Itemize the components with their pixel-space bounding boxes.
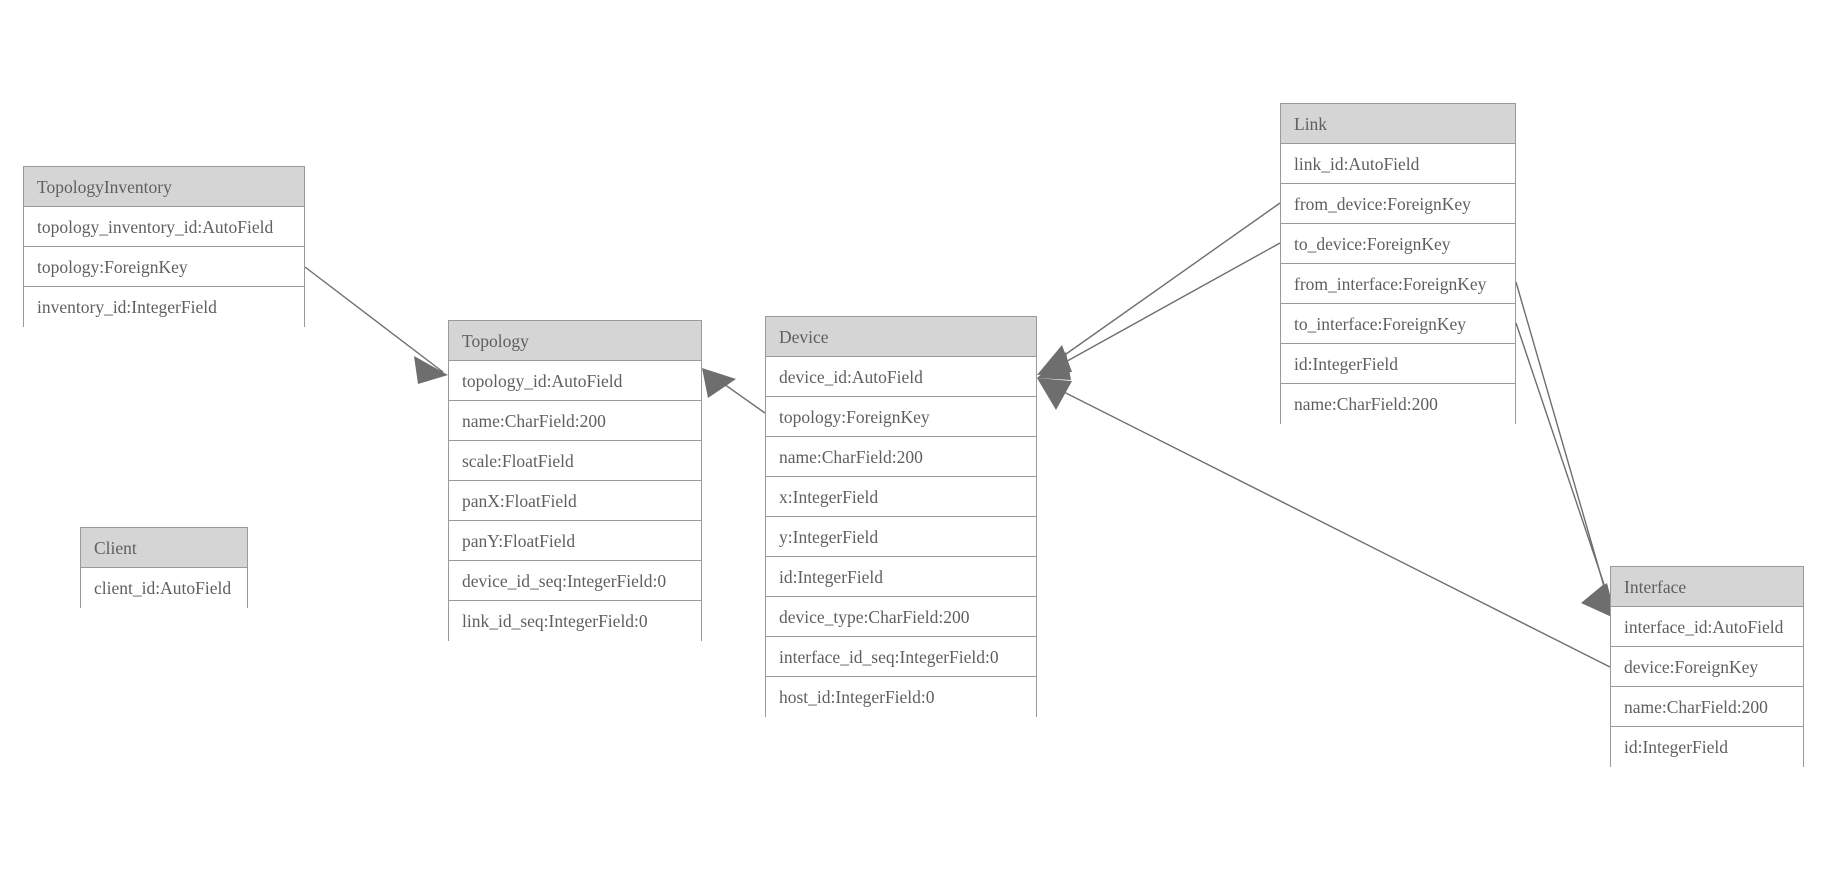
entity-field-row: name:CharField:200 bbox=[449, 401, 701, 441]
relationship-link-to-device: Link.to_device -> Device bbox=[1037, 242, 1281, 380]
entity-field-row: to_device:ForeignKey bbox=[1281, 224, 1515, 264]
entity-field-row: id:IntegerField bbox=[766, 557, 1036, 597]
entity-field-row: device_id_seq:IntegerField:0 bbox=[449, 561, 701, 601]
entity-field-row: x:IntegerField bbox=[766, 477, 1036, 517]
entity-field-row: panX:FloatField bbox=[449, 481, 701, 521]
entity-title-topology: Topology bbox=[449, 321, 701, 361]
relationship-line bbox=[706, 371, 766, 414]
entity-field-row: device_id:AutoField bbox=[766, 357, 1036, 397]
entity-field-row: topology:ForeignKey bbox=[766, 397, 1036, 437]
relationship-line bbox=[1041, 242, 1281, 376]
arrowhead-interface-device bbox=[1037, 378, 1072, 410]
entity-title-device: Device bbox=[766, 317, 1036, 357]
arrowhead-device-topology bbox=[702, 368, 736, 398]
entity-field-row: scale:FloatField bbox=[449, 441, 701, 481]
relationship-topologyinventory-to-topology: TopologyInventory.topology -> Topology bbox=[304, 266, 448, 384]
entity-field-row: link_id:AutoField bbox=[1281, 144, 1515, 184]
entity-field-row: link_id_seq:IntegerField:0 bbox=[449, 601, 701, 641]
relationship-device-to-topology: Device.topology -> Topology bbox=[702, 368, 766, 414]
entity-field-row: id:IntegerField bbox=[1611, 727, 1803, 767]
entity-field-row: topology:ForeignKey bbox=[24, 247, 304, 287]
entity-field-row: host_id:IntegerField:0 bbox=[766, 677, 1036, 717]
entity-field-row: interface_id_seq:IntegerField:0 bbox=[766, 637, 1036, 677]
arrowhead-link-todevice-device bbox=[1037, 352, 1071, 380]
entity-field-row: y:IntegerField bbox=[766, 517, 1036, 557]
entity-field-row: client_id:AutoField bbox=[81, 568, 247, 608]
entity-field-row: device:ForeignKey bbox=[1611, 647, 1803, 687]
entity-field-row: from_interface:ForeignKey bbox=[1281, 264, 1515, 304]
entity-field-row: id:IntegerField bbox=[1281, 344, 1515, 384]
entity-title-interface: Interface bbox=[1611, 567, 1803, 607]
entity-title-link: Link bbox=[1281, 104, 1515, 144]
entity-field-row: name:CharField:200 bbox=[766, 437, 1036, 477]
relationship-line bbox=[1041, 202, 1281, 372]
relationship-link-to-interface: Link.from_interface -> Interface bbox=[1515, 281, 1614, 618]
arrowhead-link-fromdevice-device bbox=[1037, 345, 1072, 375]
entity-field-row: panY:FloatField bbox=[449, 521, 701, 561]
entity-title-client: Client bbox=[81, 528, 247, 568]
entity-field-row: inventory_id:IntegerField bbox=[24, 287, 304, 327]
entity-field-row: topology_inventory_id:AutoField bbox=[24, 207, 304, 247]
relationship-line bbox=[1515, 322, 1615, 615]
relationship-line bbox=[304, 266, 444, 373]
entity-field-row: name:CharField:200 bbox=[1611, 687, 1803, 727]
entity-field-row: device_type:CharField:200 bbox=[766, 597, 1036, 637]
entity-field-row: to_interface:ForeignKey bbox=[1281, 304, 1515, 344]
arrowhead-topologyinventory-topology bbox=[414, 356, 448, 384]
entity-field-row: topology_id:AutoField bbox=[449, 361, 701, 401]
entity-title-topologyinventory: TopologyInventory bbox=[24, 167, 304, 207]
relationship-link-to-interface: Link.to_interface -> Interface bbox=[1515, 322, 1616, 618]
relationship-line bbox=[1515, 281, 1613, 615]
entity-field-row: interface_id:AutoField bbox=[1611, 607, 1803, 647]
entity-field-row: name:CharField:200 bbox=[1281, 384, 1515, 424]
relationship-link-to-device: Link.from_device -> Device bbox=[1037, 202, 1281, 375]
entity-field-row: from_device:ForeignKey bbox=[1281, 184, 1515, 224]
